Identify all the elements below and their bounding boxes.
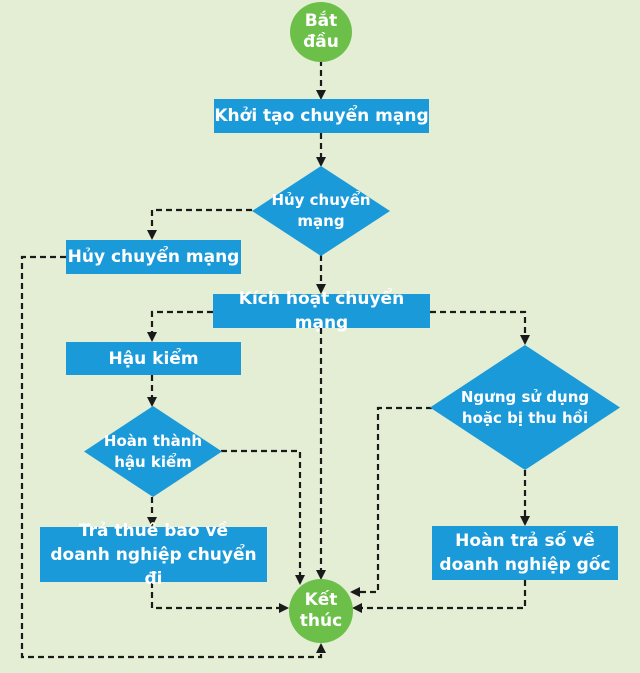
init-node: Khởi tạo chuyển mạng — [214, 99, 429, 133]
edge-return-subscriber-to-end — [150, 582, 289, 613]
activate-label: Kích hoạt chuyển mạng — [238, 289, 405, 333]
suspend-decision-line-1: Ngưng sử dụng — [460, 387, 590, 406]
suspend-decision-line-2: hoặc bị thu hồi — [461, 408, 589, 427]
return-number-node: Hoàn trả số về doanh nghiệp gốc — [432, 526, 618, 580]
cancel-label: Hủy chuyển mạng — [67, 247, 240, 267]
edge-suspend-decision-to-end — [350, 406, 432, 597]
post-check-decision-line-1: Hoàn thành — [103, 431, 203, 450]
cancel-decision-node: Hủy chuyển mạng — [252, 166, 390, 256]
edge-activate-to-suspend-decision — [430, 310, 530, 345]
start-node: Bắt đầu — [290, 2, 352, 62]
end-node: Kết thúc — [289, 579, 353, 643]
end-label-line-2: thúc — [299, 611, 343, 631]
edge-cancel-decision-to-cancel — [147, 208, 252, 240]
post-check-decision-line-2: hậu kiểm — [114, 452, 192, 471]
init-label: Khởi tạo chuyển mạng — [214, 106, 429, 126]
post-check-label: Hậu kiểm — [108, 348, 199, 369]
post-check-node: Hậu kiểm — [66, 342, 241, 375]
cancel-node: Hủy chuyển mạng — [66, 240, 241, 274]
start-label-line-1: Bắt — [304, 11, 338, 31]
activate-node: Kích hoạt chuyển mạng — [213, 289, 430, 333]
cancel-decision-line-2: mạng — [297, 212, 345, 230]
return-number-line-2: doanh nghiệp gốc — [439, 555, 611, 575]
edge-return-number-to-end — [352, 580, 527, 613]
return-subscriber-line-2: doanh nghiệp chuyển đi — [50, 544, 257, 589]
start-label-line-2: đầu — [303, 32, 339, 52]
edge-cancel-to-end — [20, 255, 326, 659]
suspend-decision-node: Ngưng sử dụng hoặc bị thu hồi — [430, 345, 620, 470]
cancel-decision-line-1: Hủy chuyển — [271, 191, 371, 209]
return-subscriber-node: Trả thuê bao về doanh nghiệp chuyển đi — [40, 521, 267, 589]
return-number-line-1: Hoàn trả số về — [455, 531, 595, 551]
end-label-line-1: Kết — [304, 590, 338, 610]
return-subscriber-line-1: Trả thuê bao về — [78, 520, 229, 541]
edge-activate-to-post-check — [147, 310, 213, 342]
post-check-decision-node: Hoàn thành hậu kiểm — [84, 406, 222, 497]
